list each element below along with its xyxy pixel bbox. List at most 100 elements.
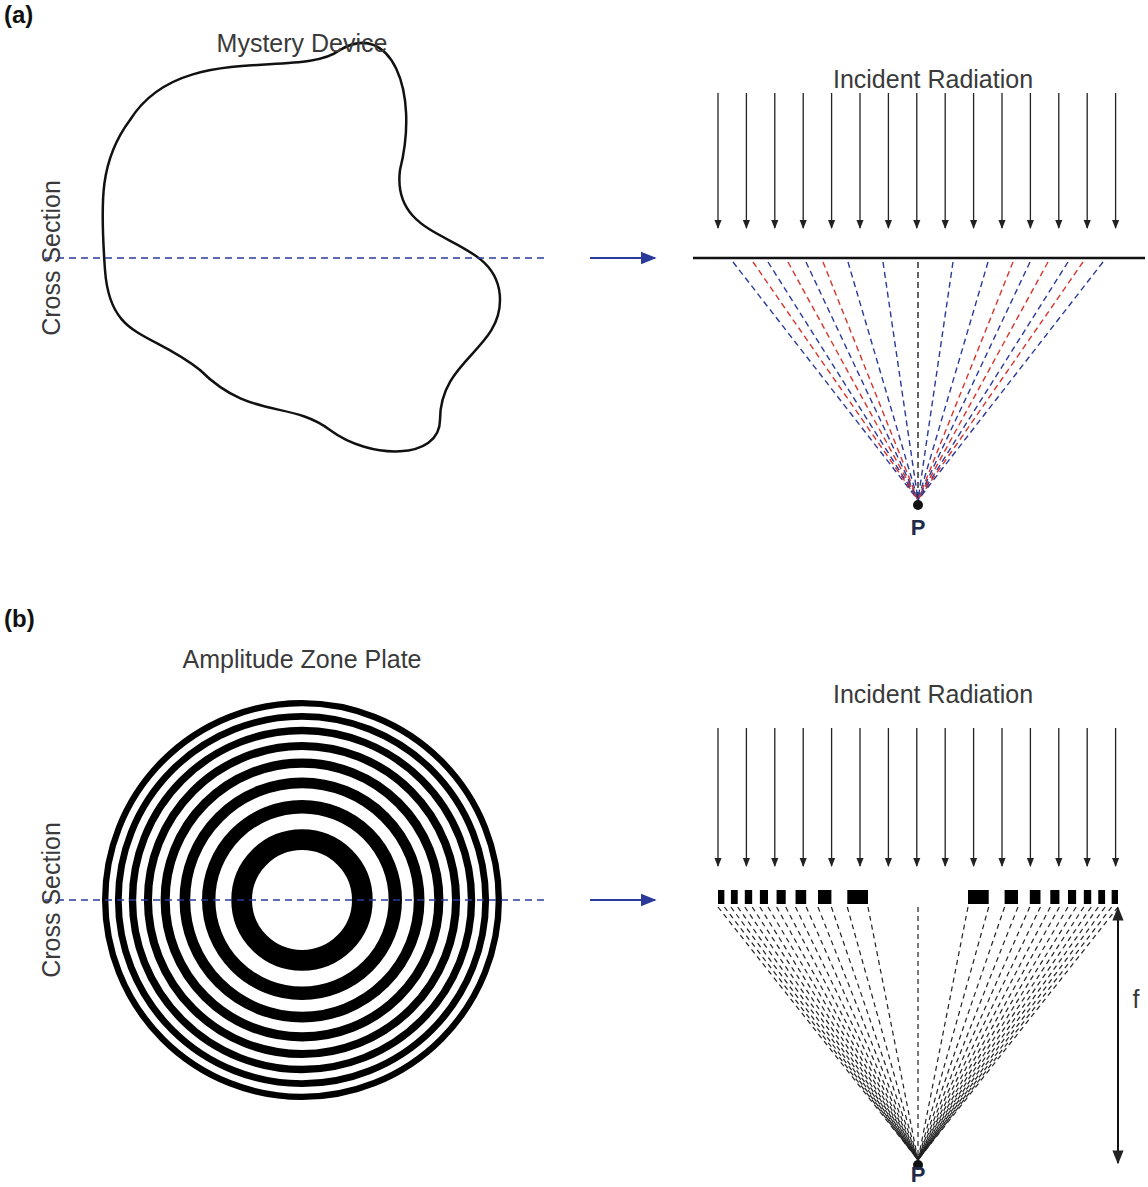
ray (823, 262, 918, 500)
ray (918, 262, 1103, 500)
ray (848, 262, 918, 500)
incident-arrow (859, 93, 860, 228)
device-section (693, 257, 1145, 260)
ray (918, 907, 1018, 1160)
incident-arrow (916, 93, 917, 228)
cross-section-line (45, 899, 545, 901)
incident-arrow (945, 93, 946, 228)
incident-arrow (1030, 728, 1031, 866)
ray (918, 907, 1030, 1160)
ray (818, 907, 918, 1160)
ray (918, 907, 1050, 1160)
axis-label: Cross Section (38, 180, 66, 336)
incident-arrow (803, 728, 804, 866)
ray (918, 907, 1084, 1160)
ray (831, 907, 918, 1160)
device-title: Amplitude Zone Plate (182, 646, 421, 674)
ray (733, 262, 918, 500)
opaque-zone-section (1030, 890, 1041, 904)
ray (868, 907, 918, 1160)
ray (788, 262, 918, 500)
axis-label: Cross Section (38, 822, 66, 978)
ray (918, 907, 989, 1160)
incident-arrow (1115, 93, 1116, 228)
focal-point-label: P (911, 516, 926, 540)
incident-arrow (1087, 93, 1088, 228)
incident-arrow (888, 93, 889, 228)
opaque-zone-section (745, 890, 752, 904)
ray (768, 262, 918, 500)
focal-point-label: P (911, 1163, 926, 1187)
incident-arrows (718, 728, 1116, 866)
ray (786, 907, 918, 1160)
ray (918, 262, 1068, 500)
ray (918, 907, 1059, 1160)
opaque-zone-section (777, 890, 786, 904)
ray (918, 262, 1083, 500)
incident-arrow (1001, 728, 1002, 866)
opaque-zone-section (718, 890, 724, 904)
opaque-zone-section (847, 890, 868, 904)
ray (796, 907, 918, 1160)
incident-arrow (717, 93, 718, 228)
opaque-zone-section (968, 890, 989, 904)
ray (918, 907, 968, 1160)
ray (738, 907, 918, 1160)
ray (917, 262, 918, 500)
incident-arrow (831, 728, 832, 866)
ray (918, 907, 1040, 1160)
focal-length-arrow (1117, 908, 1119, 930)
opaque-zone-section (1084, 890, 1091, 904)
diffracted-rays (733, 262, 1103, 500)
opaque-zone-section (1112, 890, 1118, 904)
incident-arrow (1087, 728, 1088, 866)
ray (847, 907, 918, 1160)
incident-arrow (717, 728, 718, 866)
opaque-zone-section (760, 890, 768, 904)
ray (806, 907, 918, 1160)
incident-arrow (916, 728, 917, 866)
mystery-device-outline (103, 43, 500, 451)
opaque-zone-section (1098, 890, 1105, 904)
ray (918, 907, 1105, 1160)
ray (918, 907, 1098, 1160)
radiation-label: Incident Radiation (833, 681, 1033, 709)
opaque-zone-section (731, 890, 738, 904)
ray (918, 262, 1013, 500)
panel-letter: (b) (4, 606, 35, 632)
incident-arrow (888, 728, 889, 866)
incident-arrow (1058, 93, 1059, 228)
ray (918, 262, 988, 500)
ray (918, 907, 1112, 1160)
ray (768, 907, 918, 1160)
ray (760, 907, 918, 1160)
ray (806, 262, 918, 500)
incident-arrow (945, 728, 946, 866)
ray (718, 907, 918, 1160)
incident-arrow (859, 728, 860, 866)
incident-arrow (973, 93, 974, 228)
focal-point (913, 500, 923, 510)
device-title: Mystery Device (217, 30, 388, 58)
incident-arrow (1030, 93, 1031, 228)
ray (777, 907, 918, 1160)
incident-arrow (1058, 728, 1059, 866)
ray (918, 907, 1091, 1160)
zone-plate-section (718, 890, 1118, 904)
focal-length-label: f (1133, 986, 1140, 1014)
ray (918, 262, 1030, 500)
opaque-zone-section (1005, 890, 1018, 904)
incident-arrow (831, 93, 832, 228)
incident-arrows (718, 93, 1116, 228)
ray (745, 907, 918, 1160)
ray (731, 907, 918, 1160)
incident-arrow (746, 93, 747, 228)
cross-section-line (45, 257, 545, 259)
incident-arrow (973, 728, 974, 866)
incident-arrow (774, 728, 775, 866)
opaque-zone-section (796, 890, 807, 904)
ray (918, 907, 1118, 1160)
blue-arrow (590, 899, 655, 901)
ray (918, 907, 1005, 1160)
incident-arrow (803, 93, 804, 228)
